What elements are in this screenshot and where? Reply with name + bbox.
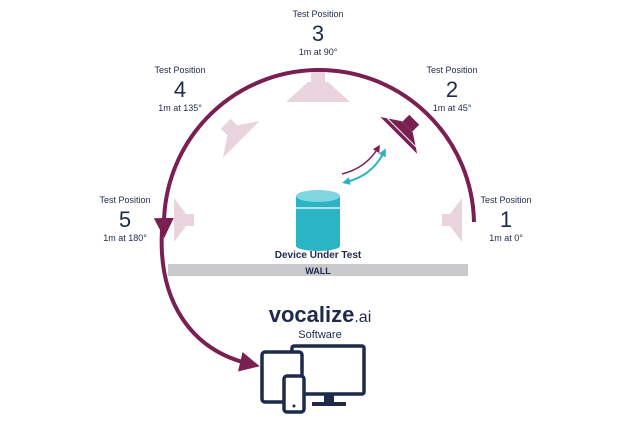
position-label-5: Test Position 5 1m at 180° [99,195,150,243]
position-label-3: Test Position 3 1m at 90° [292,9,343,57]
position-5-angle: 1m at 180° [103,233,147,243]
device-under-test-label: Device Under Test [275,250,362,261]
speaker-position-1 [442,198,462,242]
position-label-2: Test Position 2 1m at 45° [426,65,477,113]
brand-suffix: .ai [354,309,371,326]
brand-logo: vocalize.ai Software [269,302,372,341]
speaker-position-3 [286,72,350,102]
bidirectional-arrow-inner [341,144,380,175]
position-label-1: Test Position 1 1m at 0° [480,195,531,243]
position-3-number: 3 [312,21,324,46]
position-2-angle: 1m at 45° [433,103,472,113]
measurement-arc [153,67,476,238]
speaker-position-5 [174,198,194,242]
position-4-title: Test Position [154,65,205,75]
position-3-title: Test Position [292,9,343,19]
position-5-number: 5 [119,207,131,232]
position-1-angle: 1m at 0° [489,233,523,243]
speaker-position-4 [220,118,260,158]
position-label-4: Test Position 4 1m at 135° [154,65,205,113]
wall-bar [168,264,468,276]
bidirectional-arrow-icon [342,148,386,185]
position-2-number: 2 [446,77,458,102]
position-4-number: 4 [174,77,186,102]
position-1-title: Test Position [480,195,531,205]
position-2-title: Test Position [426,65,477,75]
svg-text:vocalize.ai: vocalize.ai [269,302,372,327]
position-4-angle: 1m at 135° [158,103,202,113]
software-link-arc [159,229,260,372]
brand-subtitle: Software [298,329,341,341]
device-under-test-icon [296,190,340,251]
position-1-number: 1 [500,207,512,232]
brand-name: vocalize [269,302,355,327]
devices-icon [260,344,366,414]
position-3-angle: 1m at 90° [299,47,338,57]
position-5-title: Test Position [99,195,150,205]
wall-label: WALL [305,266,331,276]
